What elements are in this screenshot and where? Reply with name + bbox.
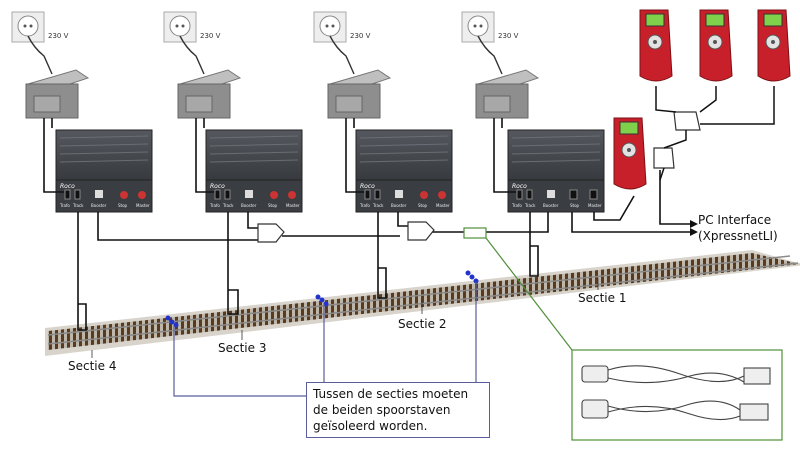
port-label: Master xyxy=(436,203,450,208)
voltage-label: 230 V xyxy=(200,32,221,40)
pc-interface-title: PC Interface xyxy=(698,213,772,227)
port-label: Master xyxy=(286,203,300,208)
section-label: Sectie 3 xyxy=(218,341,266,355)
booster-brand: Roco xyxy=(210,183,225,190)
pc-arrows xyxy=(690,220,698,236)
port-label: Stop xyxy=(118,203,128,208)
section-leaders xyxy=(91,278,599,358)
handheld-throttle xyxy=(613,117,647,190)
transformer xyxy=(475,69,540,119)
handheld-throttle xyxy=(639,9,673,82)
port-label: Track xyxy=(372,203,384,208)
port-label: Booster xyxy=(543,203,559,208)
transformer-wires xyxy=(43,118,516,193)
note-line: Tussen de secties moeten xyxy=(313,387,469,401)
handheld-throttle xyxy=(757,9,791,82)
cable-callout xyxy=(463,227,783,441)
note-line: de beiden spoorstaven xyxy=(313,403,451,417)
booster-brand: Roco xyxy=(60,183,75,190)
port-label: Trafo xyxy=(209,203,220,208)
port-label: Trafo xyxy=(359,203,370,208)
port-label: Track xyxy=(72,203,84,208)
port-label: Master xyxy=(588,203,602,208)
port-label: Booster xyxy=(91,203,107,208)
wall-outlet xyxy=(163,11,205,75)
throttle-cables xyxy=(655,86,775,181)
port-label: Track xyxy=(524,203,536,208)
handheld-throttle xyxy=(699,9,733,82)
rail-insulators xyxy=(165,270,479,328)
section-label: Sectie 1 xyxy=(578,291,626,305)
port-label: Stop xyxy=(268,203,278,208)
wall-outlet xyxy=(11,11,53,75)
booster-brand: Roco xyxy=(512,183,527,190)
pc-interface-model: (XpressnetLI) xyxy=(698,229,778,243)
booster-unit: Roco Trafo Track Booster Stop Master xyxy=(55,129,153,213)
booster-brand: Roco xyxy=(360,183,375,190)
transformer xyxy=(25,69,90,119)
port-label: Stop xyxy=(570,203,580,208)
insulation-note: Tussen de secties moeten de beiden spoor… xyxy=(306,382,490,438)
booster-unit: Roco Trafo Track Booster Stop Master xyxy=(205,129,303,213)
track xyxy=(45,250,800,356)
voltage-label: 230 V xyxy=(498,32,519,40)
port-label: Master xyxy=(136,203,150,208)
port-label: Trafo xyxy=(511,203,522,208)
voltage-label: 230 V xyxy=(350,32,371,40)
section-label: Sectie 2 xyxy=(398,317,446,331)
track-feeder-wires xyxy=(77,212,539,331)
note-line: geïsoleerd worden. xyxy=(313,419,428,433)
booster-unit: Roco Trafo Track Booster Stop Master xyxy=(507,129,605,213)
port-label: Track xyxy=(222,203,234,208)
note-leaders xyxy=(173,282,477,397)
transformer xyxy=(327,69,392,119)
pc-interface-label: PC Interface (XpressnetLI) xyxy=(698,212,778,244)
port-label: Booster xyxy=(241,203,257,208)
booster-unit: Roco Trafo Track Booster Stop Master xyxy=(355,129,453,213)
voltage-label: 230 V xyxy=(48,32,69,40)
transformer xyxy=(177,69,242,119)
section-label: Sectie 4 xyxy=(68,359,116,373)
wall-outlet xyxy=(313,11,355,75)
wall-outlet xyxy=(461,11,503,75)
port-label: Trafo xyxy=(59,203,70,208)
port-label: Booster xyxy=(391,203,407,208)
port-label: Stop xyxy=(418,203,428,208)
